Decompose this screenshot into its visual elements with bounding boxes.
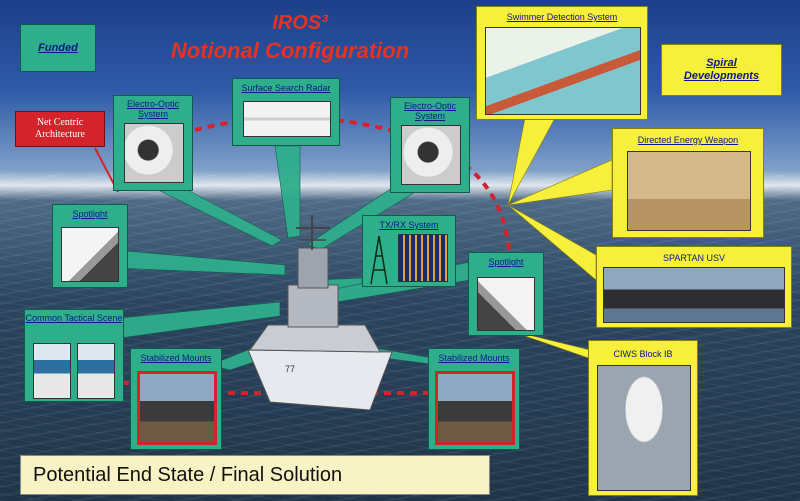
surface-radar-box: Surface Search Radar (232, 78, 340, 146)
page-subtitle: Notional Configuration (170, 38, 410, 63)
txrx-label: TX/RX System (379, 220, 439, 230)
console-left-image (33, 343, 71, 399)
funded-legend: Funded (20, 24, 96, 72)
spotlight-right-box: Spotlight (468, 252, 544, 336)
footer-text: Potential End State / Final Solution (33, 464, 343, 486)
electro-optic-left-label: Electro-Optic System (126, 99, 179, 119)
electro-optic-left-image (124, 123, 184, 183)
surface-radar-label: Surface Search Radar (241, 83, 331, 93)
stabilized-mounts-right-image (435, 371, 515, 445)
stabilized-mounts-left-label: Stabilized Mounts (140, 353, 212, 363)
console-right-image (77, 343, 115, 399)
swimmer-detection-image (485, 27, 641, 115)
funded-label: Funded (38, 42, 78, 54)
spartan-usv-label: SPARTAN USV (662, 253, 725, 263)
spotlight-right-label: Spotlight (488, 257, 524, 267)
spotlight-left-box: Spotlight (52, 204, 128, 288)
svg-text:77: 77 (285, 364, 295, 374)
stabilized-mounts-left-box: Stabilized Mounts (130, 348, 222, 450)
net-centric-label: Net Centric Architecture (35, 117, 85, 140)
spartan-usv-image (603, 267, 785, 323)
directed-energy-image (627, 151, 751, 231)
antenna-tower-icon (370, 235, 388, 285)
ship-illustration: 77 (247, 215, 393, 411)
stabilized-mounts-right-label: Stabilized Mounts (438, 353, 510, 363)
ciws-block-image (597, 365, 691, 491)
swimmer-detection-label: Swimmer Detection System (506, 12, 618, 22)
spiral-label: Spiral Developments (683, 57, 760, 82)
beam-spotlight-left (114, 249, 286, 276)
ciws-block-label: CIWS Block IB (613, 349, 673, 359)
footer-banner: Potential End State / Final Solution (20, 455, 490, 495)
txrx-box: TX/RX System (362, 215, 456, 287)
page-title: IROS³ (272, 12, 328, 34)
txrx-image (398, 234, 448, 282)
spotlight-right-image (477, 277, 535, 331)
dotted-network-right (463, 163, 512, 271)
common-tactical-box: Common Tactical Scene (24, 309, 124, 402)
spiral-legend: Spiral Developments (661, 44, 782, 96)
electro-optic-right-label: Electro-Optic System (403, 101, 456, 121)
swimmer-detection-box: Swimmer Detection System (476, 6, 648, 120)
spotlight-left-image (61, 227, 119, 282)
stabilized-mounts-left-image (137, 371, 217, 445)
electro-optic-right-image (401, 125, 461, 185)
beam-common-tactical (119, 301, 281, 339)
spartan-usv-box: SPARTAN USV (596, 246, 792, 328)
ciws-block-box: CIWS Block IB (588, 340, 698, 496)
common-tactical-label: Common Tactical Scene (25, 313, 123, 323)
electro-optic-right-box: Electro-Optic System (390, 97, 470, 193)
electro-optic-left-box: Electro-Optic System (113, 95, 193, 191)
stabilized-mounts-right-box: Stabilized Mounts (428, 348, 520, 450)
surface-radar-image (243, 101, 331, 137)
net-centric-box: Net Centric Architecture (15, 111, 105, 147)
beam-surface-radar (274, 145, 301, 239)
beam-eo-left (149, 185, 283, 247)
directed-energy-box: Directed Energy Weapon (612, 128, 764, 238)
spotlight-left-label: Spotlight (72, 209, 108, 219)
directed-energy-label: Directed Energy Weapon (637, 135, 739, 145)
